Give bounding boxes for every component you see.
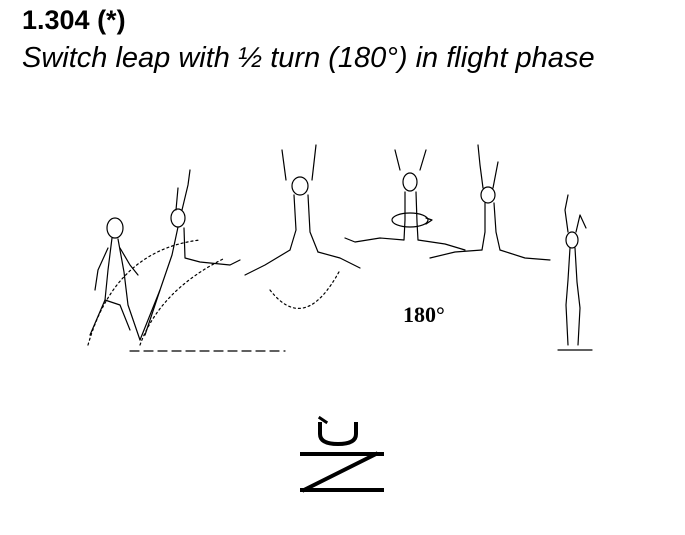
- switch-leap-sequence-icon: [87, 144, 593, 352]
- figure-2: [139, 169, 241, 341]
- figure-4: [344, 149, 466, 251]
- figure-3: [244, 144, 361, 276]
- element-description: Switch leap with ½ turn (180°) in flight…: [22, 42, 595, 74]
- figure-5: [429, 144, 551, 261]
- rotation-label: 180°: [403, 302, 445, 327]
- element-code: 1.304 (*): [22, 5, 126, 35]
- figure-6: [557, 194, 593, 351]
- switch-leap-half-turn-symbol: [300, 415, 384, 493]
- figure-1: [89, 217, 141, 341]
